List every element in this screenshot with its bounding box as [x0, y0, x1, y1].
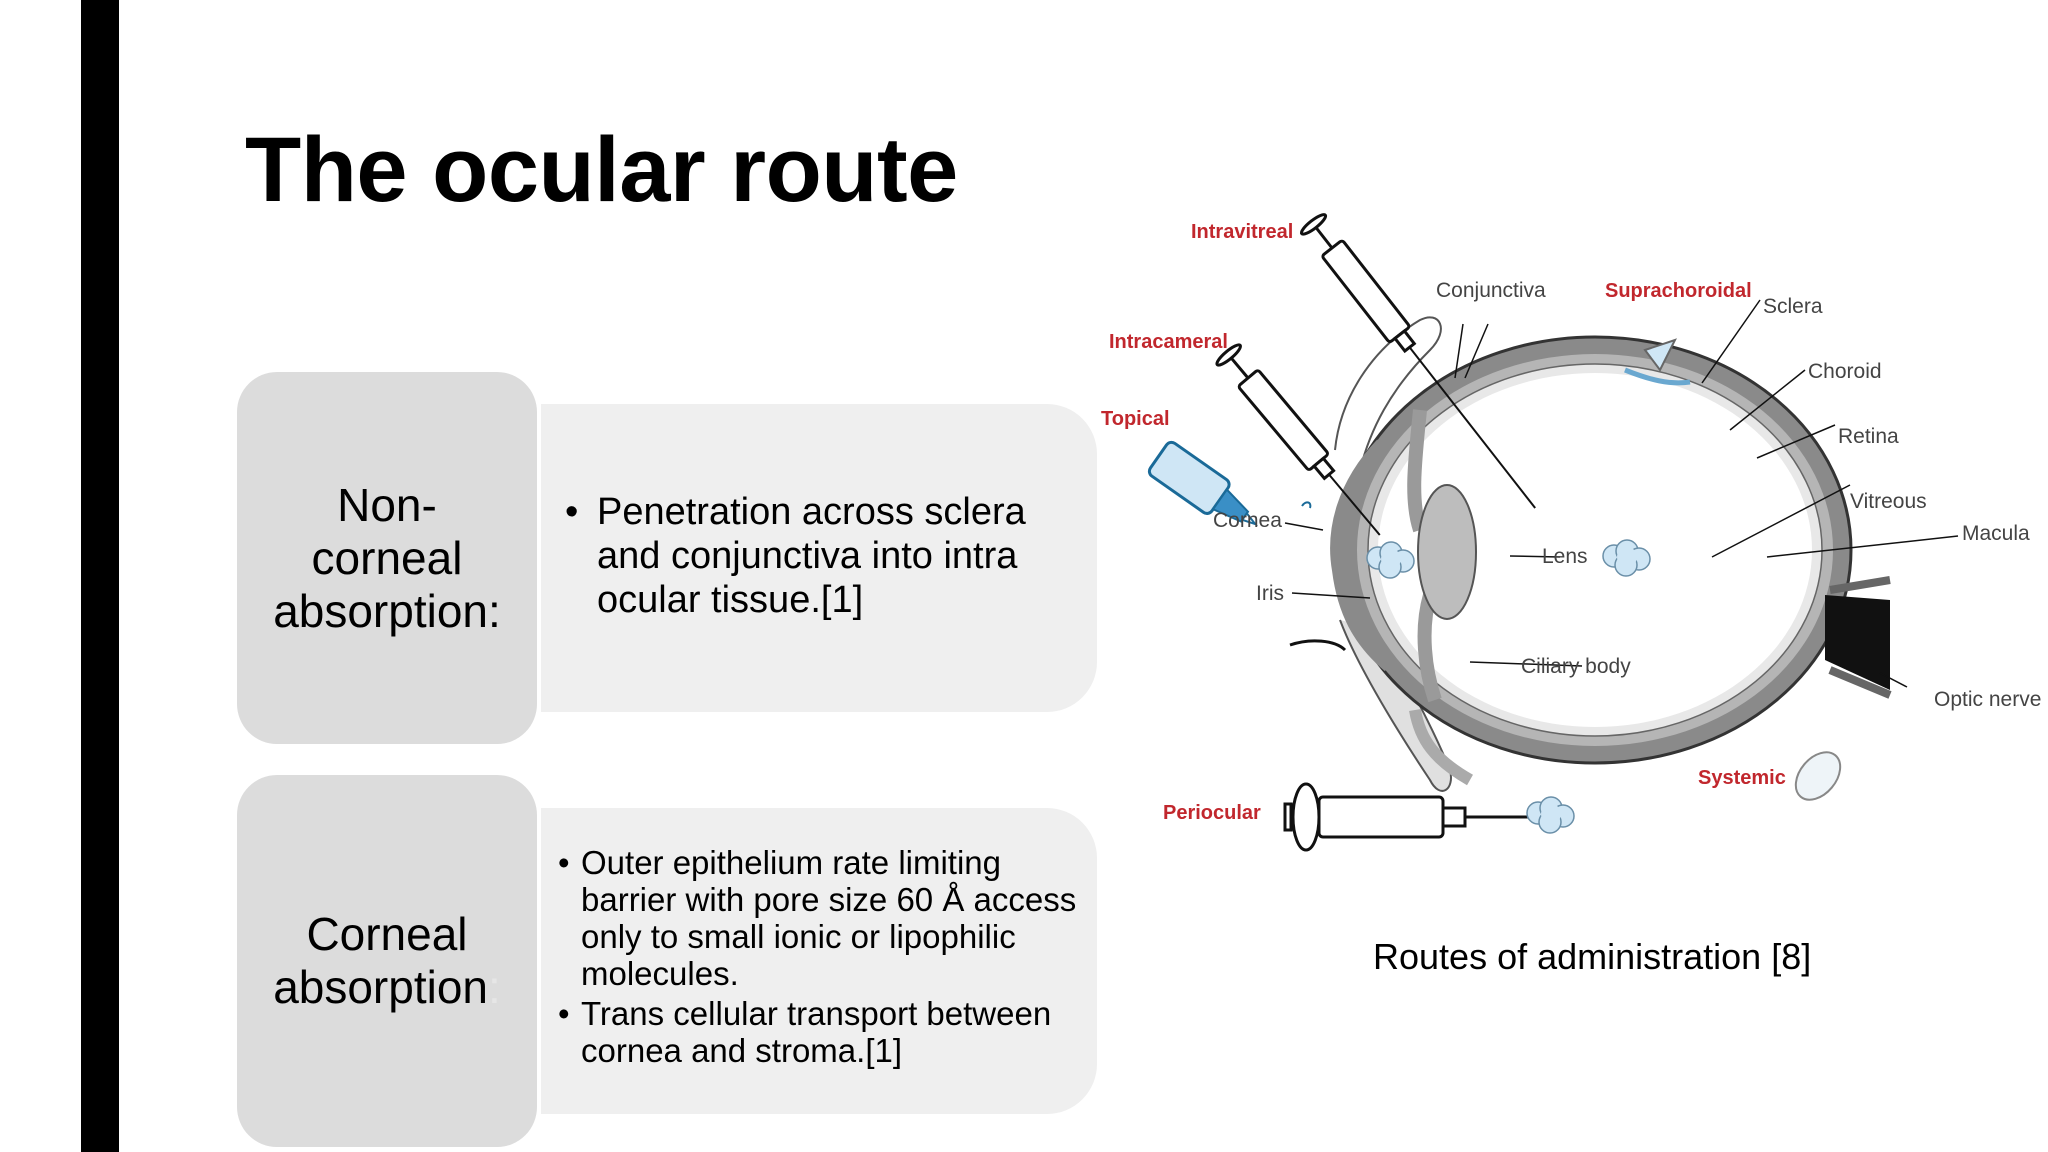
anatomy-label-lens: Lens: [1542, 545, 1588, 568]
corneal-label-box: Corneal absorption:: [237, 775, 537, 1147]
non-corneal-text-box: Penetration across sclera and conjunctiv…: [541, 404, 1097, 712]
non-corneal-bullets: Penetration across sclera and conjunctiv…: [563, 490, 1083, 622]
route-label-topical: Topical: [1101, 408, 1170, 430]
suprachoroidal-needle: [1643, 338, 1677, 372]
cornea: [1330, 439, 1396, 672]
route-label-intravitreal: Intravitreal: [1191, 221, 1293, 243]
iris: [1407, 409, 1442, 703]
diagram-caption: Routes of administration [8]: [1373, 936, 1812, 977]
anatomy-label-cornea: Cornea: [1213, 509, 1282, 532]
anatomy-label-sclera: Sclera: [1763, 295, 1823, 318]
topical-eye-drop-bottle: [1147, 440, 1258, 527]
route-label-periocular: Periocular: [1163, 802, 1261, 824]
bullet-item: Trans cellular transport between cornea …: [556, 995, 1086, 1069]
non-corneal-label: Non- corneal absorption:: [273, 478, 501, 637]
intravitreal-syringe: [1299, 213, 1536, 509]
anatomy-label-conjunctiva: Conjunctiva: [1436, 279, 1546, 302]
corneal-bullets: Outer epithelium rate limiting barrier w…: [556, 844, 1086, 1072]
upper-eyelid: [1334, 316, 1442, 471]
anatomy-label-choroid: Choroid: [1808, 360, 1882, 383]
systemic-pill: [1794, 751, 1842, 801]
slide-title: The ocular route: [245, 119, 958, 221]
bullet-item: Outer epithelium rate limiting barrier w…: [556, 844, 1086, 992]
periocular-drug: [1526, 796, 1575, 834]
anatomy-label-macula: Macula: [1962, 522, 2030, 545]
non-corneal-label-box: Non- corneal absorption:: [237, 372, 537, 744]
bullet-item: Penetration across sclera and conjunctiv…: [563, 490, 1083, 622]
optic-nerve: [1825, 595, 1890, 690]
anatomy-label-iris: Iris: [1256, 582, 1284, 605]
route-label-systemic: Systemic: [1698, 767, 1786, 789]
vitreous-body: [1378, 373, 1812, 727]
periocular-syringe: [1283, 782, 1535, 852]
intracameral-syringe: [1215, 343, 1381, 536]
anatomy-label-optic-nerve: Optic nerve: [1934, 688, 2041, 711]
corneal-text-box: Outer epithelium rate limiting barrier w…: [541, 808, 1097, 1114]
route-label-suprachoroidal: Suprachoroidal: [1605, 280, 1752, 302]
left-accent-bar: [81, 0, 119, 1152]
lens: [1417, 484, 1477, 620]
route-label-intracameral: Intracameral: [1109, 331, 1228, 353]
anatomy-label-ciliary-body: Ciliary body: [1521, 655, 1631, 678]
corneal-label: Corneal absorption:: [273, 908, 501, 1013]
eye-routes-diagram: Intravitreal Intracameral Topical Suprac…: [1101, 213, 2041, 852]
anatomy-label-retina: Retina: [1838, 425, 1899, 448]
anatomy-label-vitreous: Vitreous: [1850, 490, 1927, 513]
